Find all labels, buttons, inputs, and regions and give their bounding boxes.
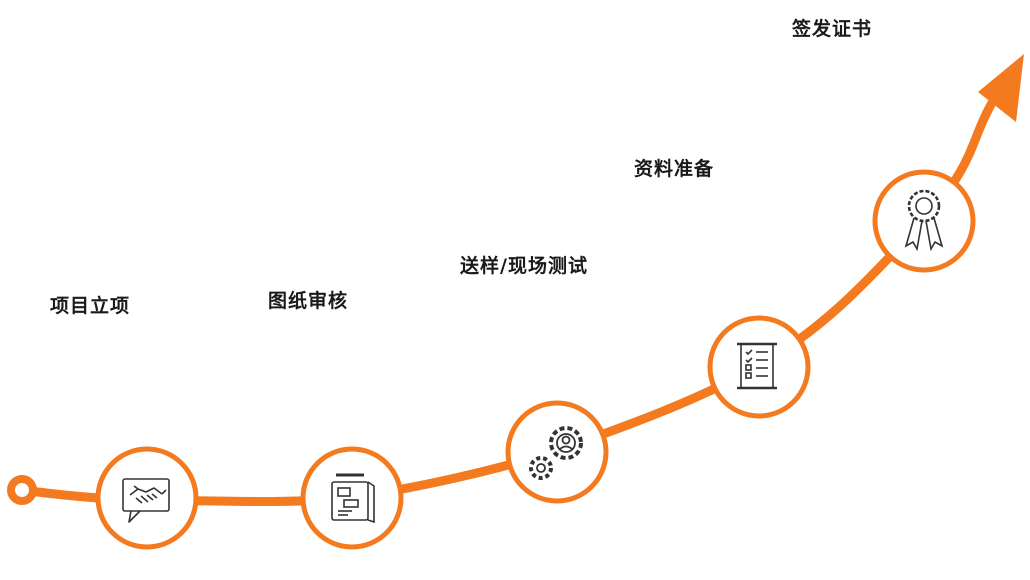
arrow-head-icon [978, 54, 1024, 122]
step-node-4 [707, 315, 811, 419]
step-node-1 [95, 446, 199, 550]
step-label-2: 图纸审核 [268, 290, 349, 312]
award-ribbon-icon [904, 189, 944, 252]
step-label-3: 送样/现场测试 [460, 255, 588, 277]
step-label-1: 项目立项 [50, 295, 131, 317]
start-dot-icon [7, 475, 37, 505]
step-node-3 [505, 400, 609, 504]
handshake-icon [122, 478, 170, 523]
checklist-icon [737, 342, 777, 390]
step-label-4: 资料准备 [634, 158, 715, 180]
step-node-5 [872, 169, 976, 273]
gears-icon [529, 426, 583, 480]
step-node-2 [300, 446, 404, 550]
blueprint-icon [331, 473, 375, 524]
step-label-5: 签发证书 [792, 18, 873, 40]
